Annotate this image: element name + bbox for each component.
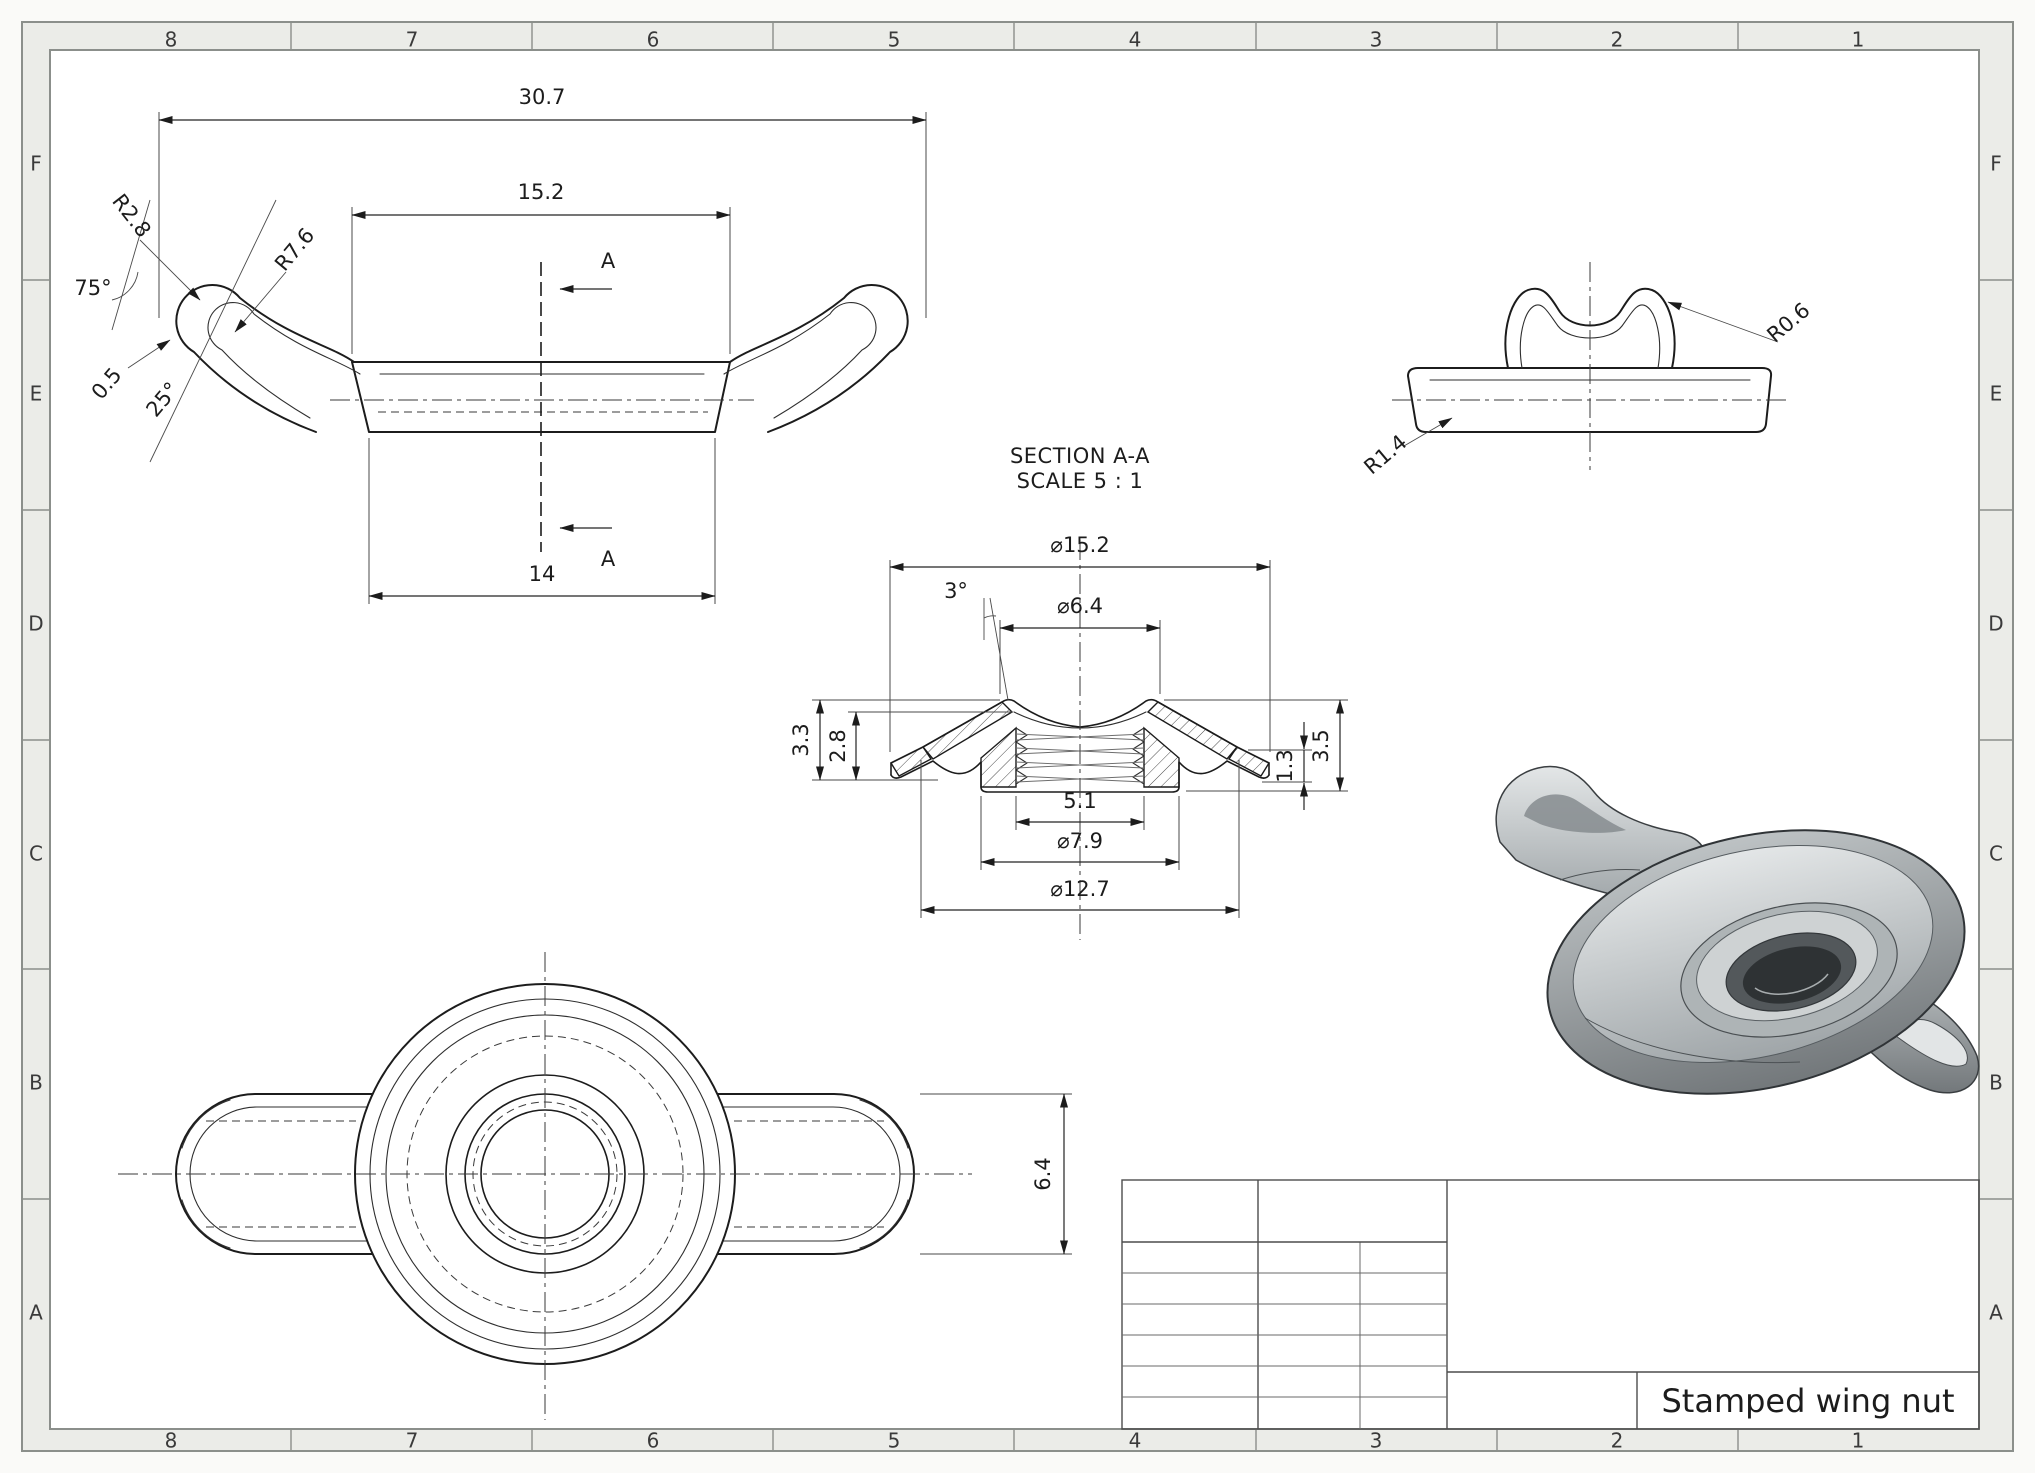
dim-height-overall: 3.5	[1309, 729, 1333, 762]
zone-col-top-8: 8	[165, 28, 178, 52]
dim-wing-width: 6.4	[1031, 1157, 1055, 1190]
zone-row-left-f: F	[30, 152, 42, 176]
zone-col-top-5: 5	[888, 28, 901, 52]
dim-collar-dia: ⌀12.7	[1050, 877, 1109, 901]
zone-col-bottom-8: 8	[165, 1429, 178, 1453]
dim-overall-width: 30.7	[519, 85, 566, 109]
zone-col-bottom-4: 4	[1129, 1429, 1142, 1453]
dim-flange-thk: 1.3	[1273, 749, 1297, 782]
zone-row-left-b: B	[29, 1071, 43, 1095]
title-block: Stamped wing nut	[1121, 1179, 1980, 1430]
zone-row-right-b: B	[1989, 1071, 2003, 1095]
zone-row-left-e: E	[30, 382, 43, 406]
section-caption-scale: SCALE 5 : 1	[1017, 469, 1144, 493]
zone-row-right-f: F	[1990, 152, 2002, 176]
plan-view: 6.4	[118, 952, 1072, 1420]
zone-col-top-3: 3	[1370, 28, 1383, 52]
zone-col-top-6: 6	[647, 28, 660, 52]
zone-col-top-1: 1	[1852, 28, 1865, 52]
zone-row-right-d: D	[1988, 612, 2003, 636]
zone-col-top-7: 7	[406, 28, 419, 52]
section-view: SECTION A-A SCALE 5 : 1 ⌀15.2	[789, 444, 1348, 940]
zone-row-right-e: E	[1990, 382, 2003, 406]
dim-flange-dia: ⌀15.2	[1050, 533, 1109, 557]
dim-height-collar: 2.8	[826, 729, 850, 762]
zone-row-right-c: C	[1989, 842, 2003, 866]
zone-col-bottom-5: 5	[888, 1429, 901, 1453]
zone-col-bottom-7: 7	[406, 1429, 419, 1453]
dim-thread-minor: 5.1	[1063, 789, 1096, 813]
zone-col-top-2: 2	[1611, 28, 1624, 52]
dim-crater-dia: ⌀6.4	[1057, 594, 1103, 618]
zone-row-left-a: A	[29, 1301, 43, 1325]
section-arrow-label-bottom: A	[601, 547, 616, 571]
zone-row-left-d: D	[28, 612, 43, 636]
zone-row-left-c: C	[29, 842, 43, 866]
front-right-wing	[729, 284, 909, 433]
dim-barrel-dia: ⌀7.9	[1057, 829, 1103, 853]
dim-top-width: 15.2	[518, 180, 565, 204]
zone-ticks	[22, 22, 2013, 1451]
isometric-view	[1495, 765, 1980, 1095]
section-arrow-label-top: A	[601, 249, 616, 273]
zone-col-bottom-6: 6	[647, 1429, 660, 1453]
dim-height-total: 3.3	[789, 723, 813, 756]
side-cup-outline	[1504, 287, 1676, 369]
zone-col-bottom-3: 3	[1370, 1429, 1383, 1453]
dim-base-width: 14	[529, 562, 556, 586]
front-left-wing	[175, 284, 355, 433]
dim-angle-tip: 75°	[74, 276, 111, 300]
zone-col-bottom-2: 2	[1611, 1429, 1624, 1453]
side-base-outline	[1407, 367, 1773, 433]
zone-col-top-4: 4	[1129, 28, 1142, 52]
part-title: Stamped wing nut	[1661, 1382, 1954, 1420]
zone-col-bottom-1: 1	[1852, 1429, 1865, 1453]
dim-angle-draft: 3°	[944, 579, 968, 603]
section-caption-title: SECTION A-A	[1010, 444, 1150, 468]
zone-labels: 8 7 6 5 4 3 2 1 8 7 6 5 4 3 2 1 F E D C …	[28, 28, 2003, 1453]
front-base-outline	[351, 361, 731, 433]
zone-row-right-a: A	[1989, 1301, 2003, 1325]
